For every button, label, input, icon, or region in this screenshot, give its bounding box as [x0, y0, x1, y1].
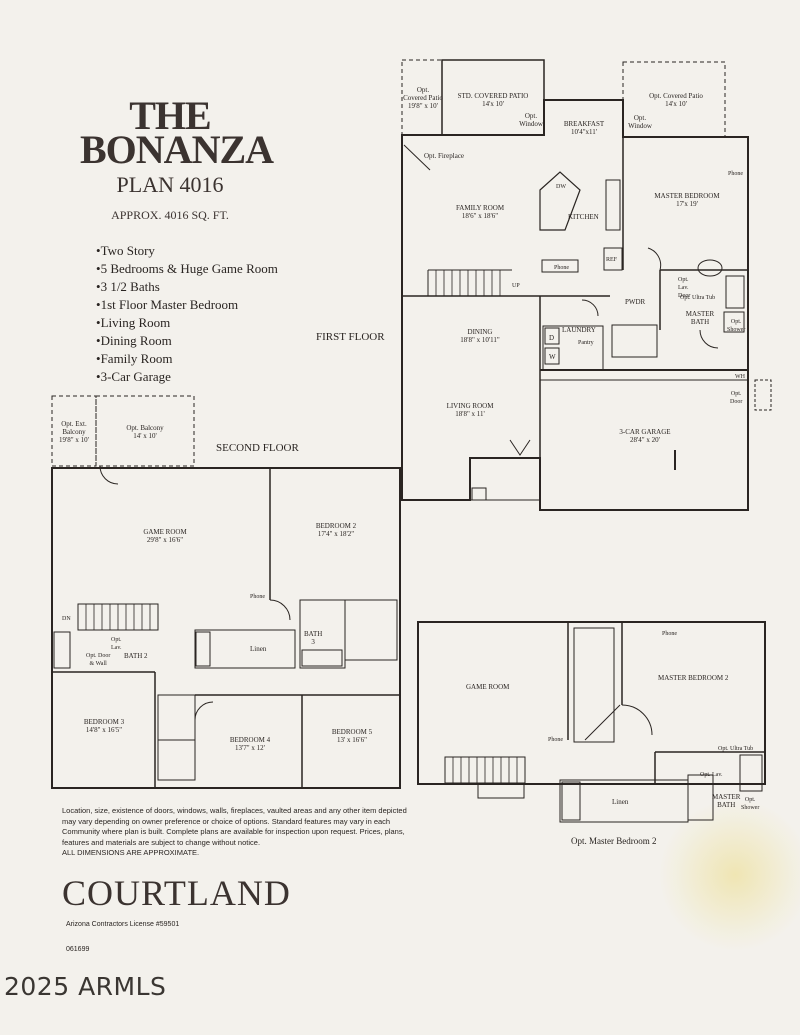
- first-floor-plan: [401, 59, 772, 511]
- opt-shower-2-label: Opt. Shower: [741, 797, 760, 811]
- opt-window-left-label: Opt. Window: [519, 112, 543, 128]
- opt-lav-label: Opt. Lav.: [111, 637, 122, 651]
- second-floor-plan: [51, 395, 401, 789]
- feature-item: 3 1/2 Baths: [96, 278, 278, 296]
- bath-2-label: BATH 2: [124, 652, 148, 660]
- feature-item: 1st Floor Master Bedroom: [96, 296, 278, 314]
- feature-item: Living Room: [96, 314, 278, 332]
- game-room-label: GAME ROOM 29'8" x 16'6": [143, 528, 187, 544]
- opt-phone-top-label: Phone: [662, 631, 677, 637]
- master-bedroom-label: MASTER BEDROOM 17'x 19': [654, 192, 720, 208]
- washer-label: W: [549, 353, 556, 361]
- title-line-2: BONANZA: [80, 127, 274, 172]
- feature-item: Family Room: [96, 350, 278, 368]
- bedroom-3-label: BEDROOM 3 14'8" x 16'5": [83, 718, 125, 734]
- document-code: 061699: [66, 946, 90, 953]
- optional-master-bedroom-plan: [417, 621, 766, 823]
- title-line-1: THE: [129, 93, 211, 138]
- copyright-watermark: 2025 ARMLS: [4, 972, 167, 1001]
- pantry-label: Pantry: [578, 340, 594, 346]
- bedroom-2-label: BEDROOM 2 17'4" x 18'2": [315, 522, 357, 538]
- disclaimer-text: Location, size, existence of doors, wind…: [62, 806, 407, 857]
- dining-label: DINING 18'8" x 10'11": [460, 328, 500, 344]
- bath-3-label: BATH 3: [304, 630, 323, 646]
- builder-logo: COURTLAND: [62, 873, 291, 913]
- optional-plan-title: Opt. Master Bedroom 2: [571, 836, 657, 846]
- second-floor-phone-label: Phone: [250, 594, 265, 600]
- opt-phone-left-label: Phone: [548, 737, 563, 743]
- kitchen-phone-label: Phone: [554, 265, 569, 271]
- linen-closet-2-label: Linen: [612, 798, 629, 806]
- water-heater-label: WH: [735, 374, 745, 380]
- paper-stain: [660, 800, 800, 950]
- feature-item: Dining Room: [96, 332, 278, 350]
- bedroom-4-label: BEDROOM 4 13'7" x 12': [229, 736, 271, 752]
- second-floor-title: SECOND FLOOR: [216, 442, 299, 454]
- master-bath-label: MASTER BATH: [685, 310, 715, 326]
- features-list: Two Story 5 Bedrooms & Huge Game Room 3 …: [96, 242, 278, 386]
- opt-shower-label: Opt. Shower: [727, 319, 746, 333]
- opt-lav-door-label: Opt. Lav. Door: [678, 277, 691, 299]
- dishwasher-label: DW: [556, 184, 566, 190]
- opt-door-wall-label: Opt. Door & Wall: [86, 653, 111, 667]
- master-phone-label: Phone: [728, 171, 743, 177]
- first-floor-title: FIRST FLOOR: [316, 331, 385, 343]
- license-text: Arizona Contractors License #59501: [66, 921, 180, 928]
- breakfast-label: BREAKFAST 10'4"x11': [563, 120, 605, 136]
- opt-window-right-label: Opt. Window: [628, 114, 652, 130]
- opt-ultra-tub-label: Opt. Ultra Tub: [680, 295, 716, 301]
- master-bedroom-2-label: MASTER BEDROOM 2: [658, 674, 729, 682]
- stair-down-label: DN: [62, 616, 71, 622]
- opt-balcony-label: Opt. Balcony 14' x 10': [126, 424, 164, 440]
- opt-game-room-label: GAME ROOM: [466, 683, 510, 691]
- opt-ext-balcony-label: Opt. Ext. Balcony 19'8" x 10': [59, 420, 89, 444]
- family-room-label: FAMILY ROOM 18'6" x 18'6": [455, 204, 505, 220]
- opt-lav-2-label: Opt. Lav.: [700, 772, 723, 778]
- kitchen-label: KITCHEN: [568, 213, 599, 221]
- opt-fireplace-label: Opt. Fireplace: [424, 152, 465, 160]
- opt-door-label: Opt. Door: [730, 391, 743, 405]
- master-bath-2-label: MASTER BATH: [712, 793, 741, 809]
- bedroom-5-label: BEDROOM 5 13' x 16'6": [331, 728, 373, 744]
- feature-item: Two Story: [96, 242, 278, 260]
- dryer-label: D: [549, 334, 555, 342]
- linen-closet-label: Linen: [250, 645, 267, 653]
- square-footage: APPROX. 4016 SQ. FT.: [111, 208, 229, 222]
- opt-covered-patio-left-label: Opt. Covered Patio 19'8" x 10': [403, 86, 443, 110]
- feature-item: 5 Bedrooms & Huge Game Room: [96, 260, 278, 278]
- refrigerator-label: REF: [606, 257, 618, 263]
- feature-item: 3-Car Garage: [96, 368, 278, 386]
- std-covered-patio-label: STD. COVERED PATIO 14'x 10': [457, 92, 529, 108]
- plan-number: PLAN 4016: [116, 172, 224, 197]
- powder-room-label: PWDR: [625, 298, 646, 306]
- laundry-label: LAUNDRY: [562, 326, 596, 334]
- garage-label: 3-CAR GARAGE 28'4" x 20': [619, 428, 671, 444]
- opt-covered-patio-right-label: Opt. Covered Patio 14'x 10': [649, 92, 703, 108]
- opt-ultra-tub-2-label: Opt. Ultra Tub: [718, 746, 754, 752]
- stair-up-label: UP: [512, 283, 520, 289]
- living-room-label: LIVING ROOM 18'8" x 11': [446, 402, 494, 418]
